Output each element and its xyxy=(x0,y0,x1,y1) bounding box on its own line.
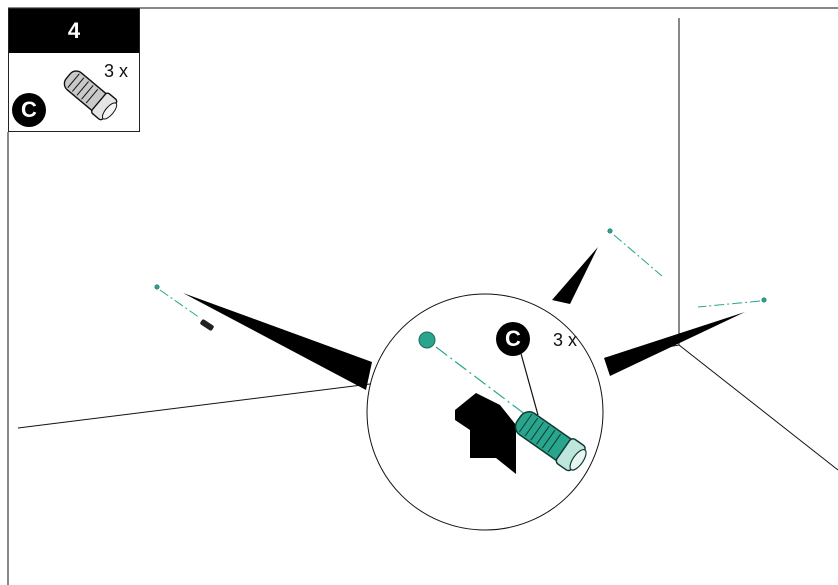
drill-hole-icon xyxy=(607,228,663,277)
floor-edge-left xyxy=(17,383,371,429)
part-letter-badge: C xyxy=(12,93,46,127)
pointer-wedge-top-right xyxy=(552,247,598,304)
wall-plug-icon xyxy=(514,411,587,472)
pointer-wedge-left xyxy=(183,293,372,390)
push-arrow-icon xyxy=(455,393,516,474)
drill-hole-icon xyxy=(154,284,201,319)
guide-line xyxy=(435,346,531,419)
wall-plug-icon xyxy=(63,70,118,121)
step-number: 4 xyxy=(9,9,139,53)
detail-part-letter-badge: C xyxy=(496,322,530,356)
part-quantity: 3 x xyxy=(104,61,129,81)
detail-part-quantity: 3 x xyxy=(553,330,578,350)
floor-edge-right xyxy=(678,344,838,471)
drill-hole-icon xyxy=(697,297,767,308)
wall-plug-icon xyxy=(200,319,214,331)
pointer-wedge-right xyxy=(604,312,745,376)
drill-hole-icon xyxy=(418,331,436,349)
callout-leader xyxy=(519,349,539,416)
step-legend: 4 3 x C xyxy=(8,8,140,132)
